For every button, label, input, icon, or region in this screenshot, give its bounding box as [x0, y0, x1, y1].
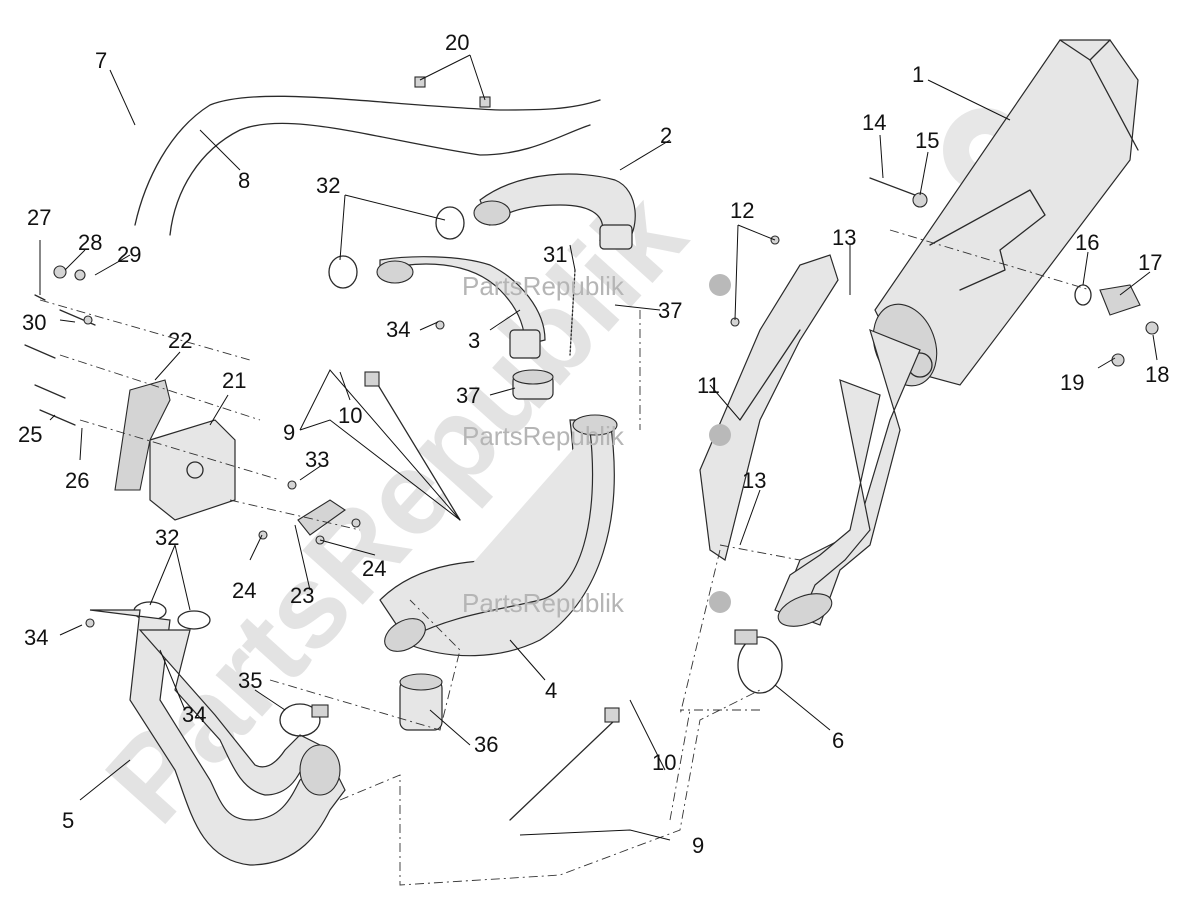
callout-2: 2: [660, 123, 672, 148]
callout-1: 1: [912, 62, 924, 87]
control-cables: [134, 95, 601, 236]
callout-33: 33: [305, 447, 329, 472]
callout-36: 36: [474, 732, 498, 757]
callout-18: 18: [1145, 362, 1169, 387]
callout-20: 20: [445, 30, 469, 55]
callout-16: 16: [1075, 230, 1099, 255]
callout-19: 19: [1060, 370, 1084, 395]
callout-7: 7: [95, 48, 107, 73]
callout-17: 17: [1138, 250, 1162, 275]
callout-26: 26: [65, 468, 89, 493]
callout-10-upper: 10: [338, 403, 362, 428]
callout-35: 35: [238, 668, 262, 693]
callout-32-upper: 32: [316, 173, 340, 198]
manifold-pipe-2: [473, 173, 636, 250]
callout-11: 11: [697, 373, 720, 398]
brand-watermark-3-text: PartsRepublik: [462, 588, 625, 618]
callout-10-lower: 10: [652, 750, 676, 775]
manifold-pipe-3: [376, 256, 546, 359]
callout-24-left: 24: [232, 578, 256, 603]
lambda-sensor-lower: [509, 707, 620, 821]
callout-34-upper: 34: [386, 317, 410, 342]
brand-watermark-1-text: PartsRepublik: [462, 271, 625, 301]
callout-23: 23: [290, 583, 314, 608]
callout-27: 27: [27, 205, 51, 230]
callout-21: 21: [222, 368, 246, 393]
callout-4: 4: [545, 678, 557, 703]
brand-watermark-1: PartsRepublik: [462, 271, 731, 301]
callout-13-upper: 13: [832, 225, 856, 250]
heat-shield: [699, 254, 839, 561]
brand-watermark-2-gear-icon: [709, 424, 731, 446]
callout-34-left: 34: [24, 625, 48, 650]
small-hardware: [24, 76, 1159, 628]
callout-34-mid: 34: [182, 702, 206, 727]
brand-watermark-2-text: PartsRepublik: [462, 421, 625, 451]
callout-25: 25: [18, 422, 42, 447]
callout-13-lower: 13: [742, 468, 766, 493]
gaskets-upper: [328, 206, 465, 289]
muffler: [872, 39, 1139, 387]
callout-28: 28: [78, 230, 102, 255]
callout-5: 5: [62, 808, 74, 833]
central-pipe: [379, 414, 618, 657]
spring: [569, 269, 576, 356]
callout-9-lower: 9: [692, 833, 704, 858]
callout-numbers: 1 2 3 4 5 6 7 8 9 9 10 10 11 12 13 13 14…: [18, 30, 1169, 858]
pipe-clamp: [734, 629, 783, 694]
assembly-dashed-lines: [39, 229, 1091, 886]
brand-watermark-3: PartsRepublik: [462, 588, 731, 618]
callout-22: 22: [168, 328, 192, 353]
callout-37-upper: 37: [658, 298, 682, 323]
lambda-sensor-upper: [364, 371, 461, 521]
bracket-23: [297, 499, 346, 536]
callout-8: 8: [238, 168, 250, 193]
sleeve-36: [399, 673, 443, 731]
callout-14: 14: [862, 110, 886, 135]
catalyst-pipe: [774, 328, 921, 627]
callout-9-upper: 9: [283, 420, 295, 445]
front-header-pipes: [89, 609, 346, 866]
callout-31: 31: [543, 242, 567, 267]
callout-12: 12: [730, 198, 754, 223]
sleeve-37: [512, 369, 554, 400]
callout-6: 6: [832, 728, 844, 753]
callout-32-lower: 32: [155, 525, 179, 550]
callout-15: 15: [915, 128, 939, 153]
pipe-clamp-35: [279, 703, 329, 737]
callout-24-right: 24: [362, 556, 386, 581]
brand-watermark-2: PartsRepublik: [462, 421, 731, 451]
brand-watermark-1-gear-icon: [709, 274, 731, 296]
exhaust-valve-actuator: [114, 379, 236, 521]
callout-29: 29: [117, 242, 141, 267]
callout-3: 3: [468, 328, 480, 353]
brand-watermark-3-gear-icon: [709, 591, 731, 613]
callout-37-lower: 37: [456, 383, 480, 408]
callout-30: 30: [22, 310, 46, 335]
leader-lines: [39, 54, 1158, 841]
